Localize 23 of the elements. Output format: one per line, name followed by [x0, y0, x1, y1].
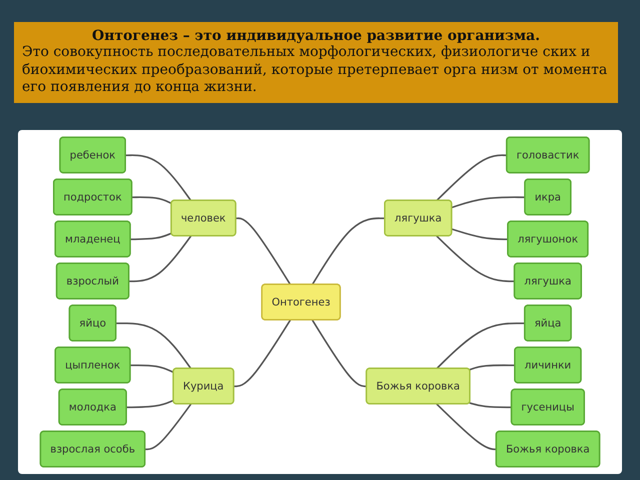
connector — [116, 322, 192, 370]
connector — [234, 320, 291, 388]
title: Онтогенез – это индивидуальное развитие организма. — [91, 28, 541, 44]
connector — [130, 364, 174, 374]
connector — [436, 322, 525, 370]
diagram-background: Онтогенез человек ребенок подросток младенец взрослый лягушка головастик икра лягушонок лягушка Курица яйцо цыпленок молодка взрослая особь Божья коровка яйца личинки гусеницы Божья коровка — [18, 130, 622, 474]
connector — [312, 217, 386, 286]
connector — [436, 403, 496, 450]
connector — [129, 236, 192, 282]
connector — [436, 235, 515, 282]
definition-text: Это совокупность последовательных морфологических, физиологиче ских и биохимических преобразований, которые претерпевает орга низм от момента его появления до конца жизни. — [22, 44, 608, 96]
connector — [312, 320, 367, 388]
connector — [126, 400, 174, 408]
connector — [452, 228, 508, 240]
connector — [130, 232, 172, 240]
connector — [436, 154, 507, 202]
connector — [452, 196, 526, 208]
connector — [132, 196, 172, 204]
connector — [126, 154, 192, 202]
connector — [469, 364, 516, 371]
connector — [236, 217, 291, 286]
connector — [469, 402, 512, 408]
connector — [145, 404, 192, 450]
